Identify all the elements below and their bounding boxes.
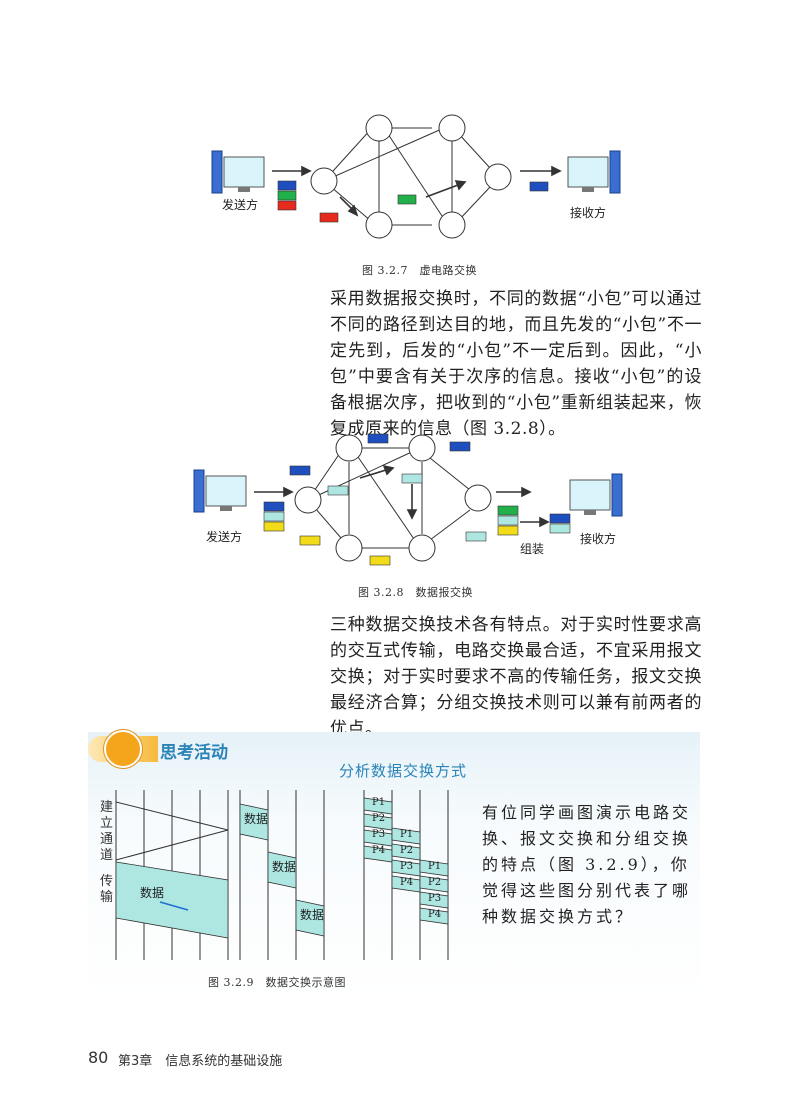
fig1-receiver-label: 接收方 [570,206,607,220]
fig3-caption: 图 3.2.9 数据交换示意图 [208,976,346,989]
lightbulb-icon [104,730,142,768]
packet-label: P3 [428,893,442,904]
paragraph-comparison: 三种数据交换技术各有特点。对于实时性要求高的交互式传输，电路交换最合适，不宜采用… [330,615,702,739]
paragraph-datagram: 采用数据报交换时，不同的数据“小包”可以通过不同的路径到达目的地，而且先发的“小… [330,289,702,439]
fig1-caption: 图 3.2.7 虚电路交换 [362,264,477,277]
figure-switching-diagrams [115,790,449,960]
packet-label: P1 [400,829,414,840]
packet-label: P3 [400,861,414,872]
label-transmit: 传输 [100,874,114,905]
packet-label: P2 [428,877,442,888]
packet-label: P2 [372,813,386,824]
packet-label: P1 [428,861,442,872]
sender-computer-icon [211,150,265,194]
diagram-b-data-label-1: 数据 [244,812,269,826]
fig2-receiver-label: 接收方 [580,532,617,546]
packet-label: P2 [400,845,414,856]
receiver-computer-icon [567,150,621,194]
activity-title: 思考活动 [160,743,228,763]
activity-subtitle: 分析数据交换方式 [339,762,468,780]
figure-virtual-circuit [211,114,621,239]
diagram-a-data-label: 数据 [140,886,165,900]
packet-label: P4 [428,909,442,920]
page-number: 80 [88,1048,109,1067]
packet-label: P4 [372,845,386,856]
receiver-computer-icon [569,473,623,517]
fig1-sender-label: 发送方 [222,198,259,212]
packet-label: P3 [372,829,386,840]
fig2-sender-label: 发送方 [206,530,243,544]
fig2-caption: 图 3.2.8 数据报交换 [358,586,473,599]
fig2-assemble-label: 组装 [520,542,545,556]
packet-label: P4 [400,877,414,888]
sender-computer-icon [193,469,247,513]
chapter-title: 第3章 信息系统的基础设施 [118,1054,283,1069]
label-establish-channel: 建立通道 [100,800,114,863]
activity-question: 有位同学画图演示电路交换、报文交换和分组交换的特点（图 3.2.9），你觉得这些… [482,803,692,926]
diagram-b-data-label-2: 数据 [272,860,297,874]
figure-datagram [193,433,623,566]
diagram-b-data-label-3: 数据 [300,908,325,922]
packet-label: P1 [372,797,386,808]
